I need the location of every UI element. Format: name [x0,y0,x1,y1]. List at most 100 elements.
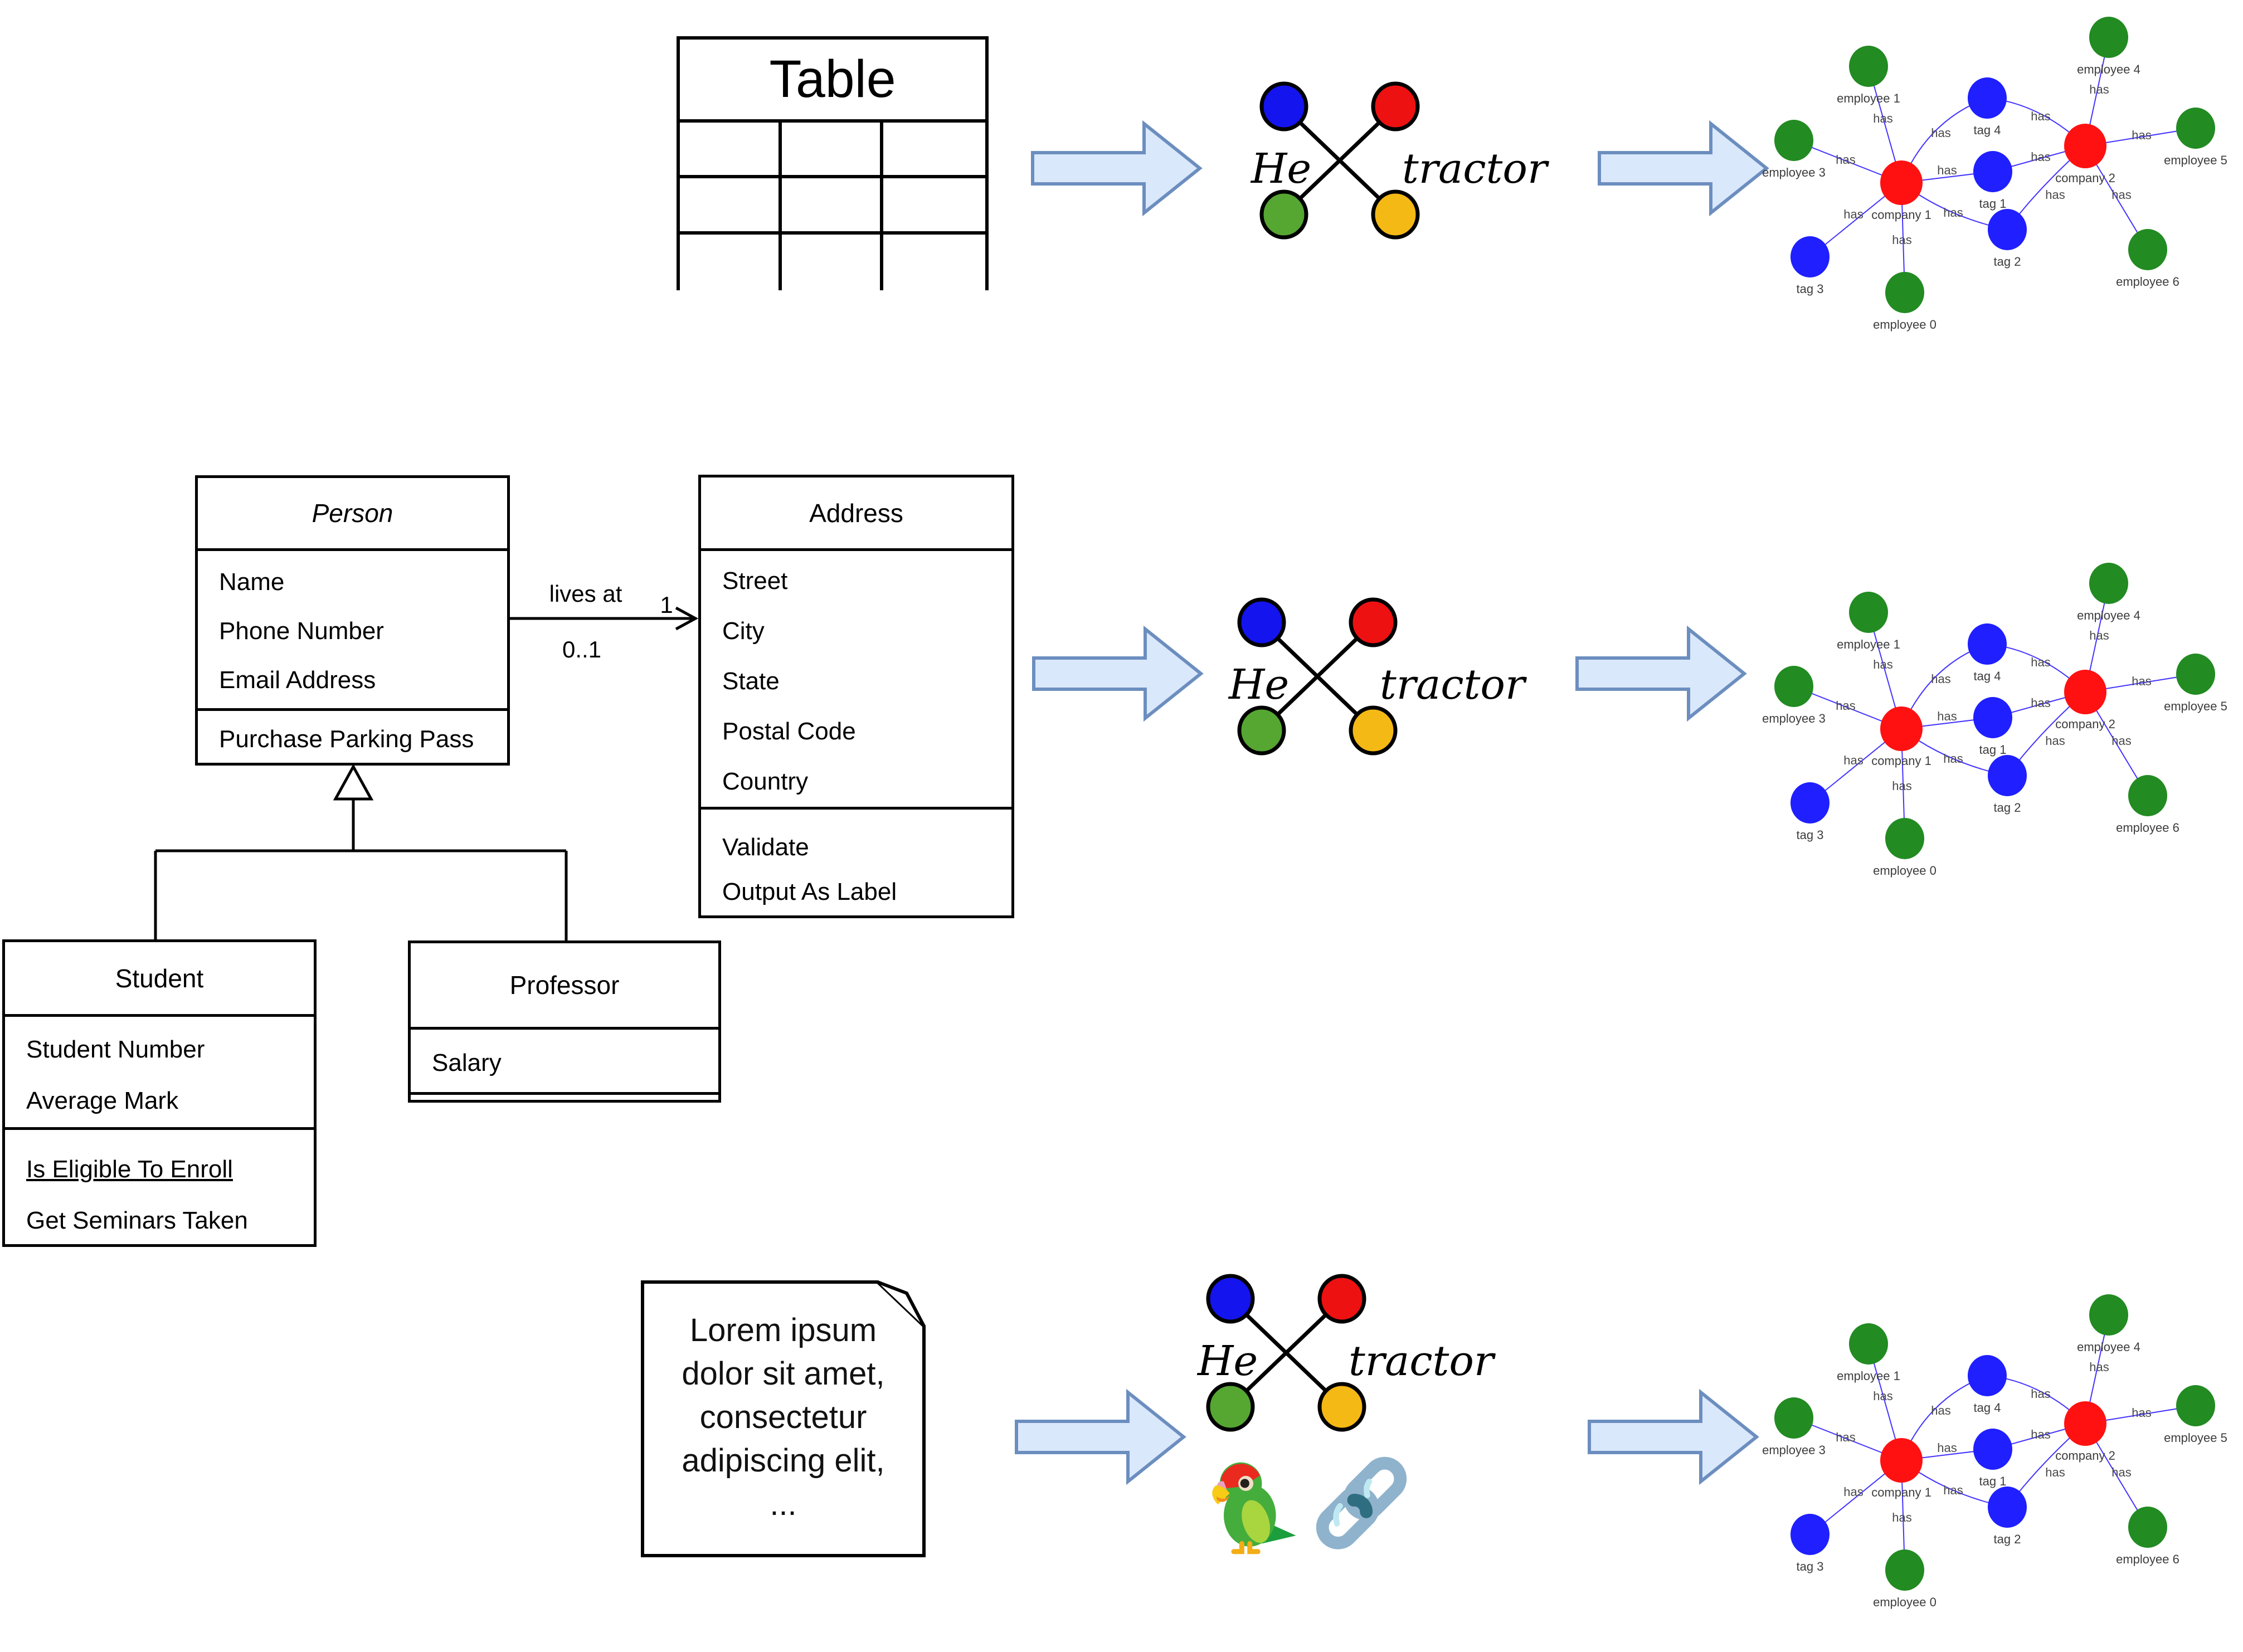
graph-edge-label: has [2132,128,2151,142]
document-line: Lorem ipsum [689,1312,877,1348]
graph-node-employee4[interactable] [2089,563,2128,604]
uml-methods: Is Eligible To Enroll Get Seminars Taken [5,1127,314,1244]
arrow-shape [1031,120,1203,217]
graph-edge-label: has [1843,207,1863,221]
table-title: Table [769,50,896,109]
graph-node-label-tag1: tag 1 [1979,197,2007,211]
uml-class-student: Student Student Number Average Mark Is E… [2,939,317,1247]
graph-node-employee6[interactable] [2128,775,2167,816]
graph-node-tag4[interactable] [1968,1355,2007,1396]
graph-node-employee5[interactable] [2176,654,2215,695]
graph-edge-label: has [1943,206,1963,220]
graph-node-tag4[interactable] [1968,623,2007,665]
graph-node-label-employee3: employee 3 [1762,1443,1826,1457]
hextractor-logo: He tractor [1196,1274,1496,1432]
graph-edge-label: has [1943,752,1963,766]
graph-node-tag3[interactable] [1790,782,1830,823]
uml-attribute: City [722,617,765,645]
graph-node-company1[interactable] [1880,1438,1923,1483]
uml-attribute: Street [722,567,788,594]
document-line: adipiscing elit, [682,1443,885,1479]
uml-class-title-text: Person [312,499,393,528]
graph-node-label-tag1: tag 1 [1979,743,2007,757]
uml-attribute: State [722,667,780,695]
logo-node-red-icon [1317,1274,1366,1324]
graph-node-company1[interactable] [1880,160,1923,205]
arrow-shape [1032,625,1204,722]
logo-node-green-icon [1259,189,1308,240]
graph-node-tag2[interactable] [1988,209,2027,250]
graph-edge-label: has [1873,1389,1892,1403]
graph-edge-label: has [1836,1430,1855,1444]
graph-node-label-employee6: employee 6 [2116,821,2179,835]
graph-node-employee0[interactable] [1885,818,1924,859]
graph-node-employee3[interactable] [1774,666,1813,707]
table-cell [781,178,884,235]
logo-text-tractor: tractor [1402,145,1550,193]
uml-class-address: Address Street City State Postal Code Co… [698,475,1014,918]
graph-node-company2[interactable] [2064,124,2106,168]
uml-method: Get Seminars Taken [26,1207,248,1234]
knowledge-graph: hashashashashashashashashashashashashasc… [1762,1294,2227,1609]
graph-node-employee5[interactable] [2176,1385,2215,1426]
graph-node-employee4[interactable] [2089,17,2128,58]
graph-edge-label: has [1937,709,1957,723]
uml-class-title: Student [5,942,314,1014]
logo-node-blue-icon [1237,597,1286,647]
graph-node-label-employee3: employee 3 [1762,712,1826,725]
graph-node-company2[interactable] [2064,1401,2106,1446]
graph-node-employee3[interactable] [1774,1397,1813,1439]
graph-node-employee1[interactable] [1849,46,1888,87]
graph-node-employee0[interactable] [1885,272,1924,313]
graph-node-label-tag2: tag 2 [1994,1532,2021,1546]
uml-methods: Purchase Parking Pass [198,708,507,763]
graph-edge-label: has [2031,1387,2050,1401]
graph-edge-label: has [1873,111,1892,125]
table-cell [883,178,985,235]
graph-node-tag4[interactable] [1968,77,2007,119]
graph-node-label-tag4: tag 4 [1974,123,2001,137]
uml-attribute: Country [722,768,809,795]
uml-methods: Validate Output As Label [701,807,1011,915]
graph-edge-label: has [2031,1427,2050,1441]
graph-node-company2[interactable] [2064,670,2106,714]
graph-node-employee3[interactable] [1774,120,1813,161]
flow-arrow-icon [1015,1388,1186,1485]
arrow-shape [1598,120,1769,217]
graph-node-label-employee4: employee 4 [2077,608,2140,622]
graph-edge-label: has [1931,126,1950,140]
inheritance-triangle-icon [333,763,374,801]
graph-node-tag3[interactable] [1790,236,1830,277]
graph-node-tag1[interactable] [1973,697,2012,738]
document-text: Lorem ipsum dolor sit amet, consectetur … [643,1309,924,1526]
uml-class-title-text: Student [115,963,204,993]
graph-node-tag1[interactable] [1973,1429,2012,1470]
graph-edge-label: has [1937,1441,1957,1455]
graph-node-employee1[interactable] [1849,1323,1888,1365]
graph-node-tag2[interactable] [1988,755,2027,796]
uml-attribute: Phone Number [219,617,384,645]
graph-edge-label: has [1836,153,1855,167]
graph-node-tag1[interactable] [1973,151,2012,192]
graph-node-employee1[interactable] [1849,592,1888,633]
graph-node-employee6[interactable] [2128,1507,2167,1548]
document-line: dolor sit amet, [682,1356,885,1392]
graph-node-tag2[interactable] [1988,1487,2027,1528]
flow-arrow-icon [1031,120,1203,217]
graph-node-employee0[interactable] [1885,1549,1924,1591]
graph-node-label-company2: company 2 [2055,171,2115,185]
graph-node-label-employee6: employee 6 [2116,1552,2179,1566]
table-cell [680,178,782,235]
logo-text-he: He [1250,145,1311,193]
graph-node-company1[interactable] [1880,706,1923,751]
table-cell [883,123,985,179]
graph-node-employee5[interactable] [2176,108,2215,149]
logo-node-red-icon [1371,81,1420,131]
graph-node-tag3[interactable] [1790,1514,1830,1555]
knowledge-graph: hashashashashashashashashashashashashasc… [1762,563,2227,878]
graph-node-label-company2: company 2 [2055,1449,2115,1463]
graph-node-employee6[interactable] [2128,229,2167,270]
flow-arrow-icon [1575,625,1747,722]
graph-node-employee4[interactable] [2089,1294,2128,1336]
